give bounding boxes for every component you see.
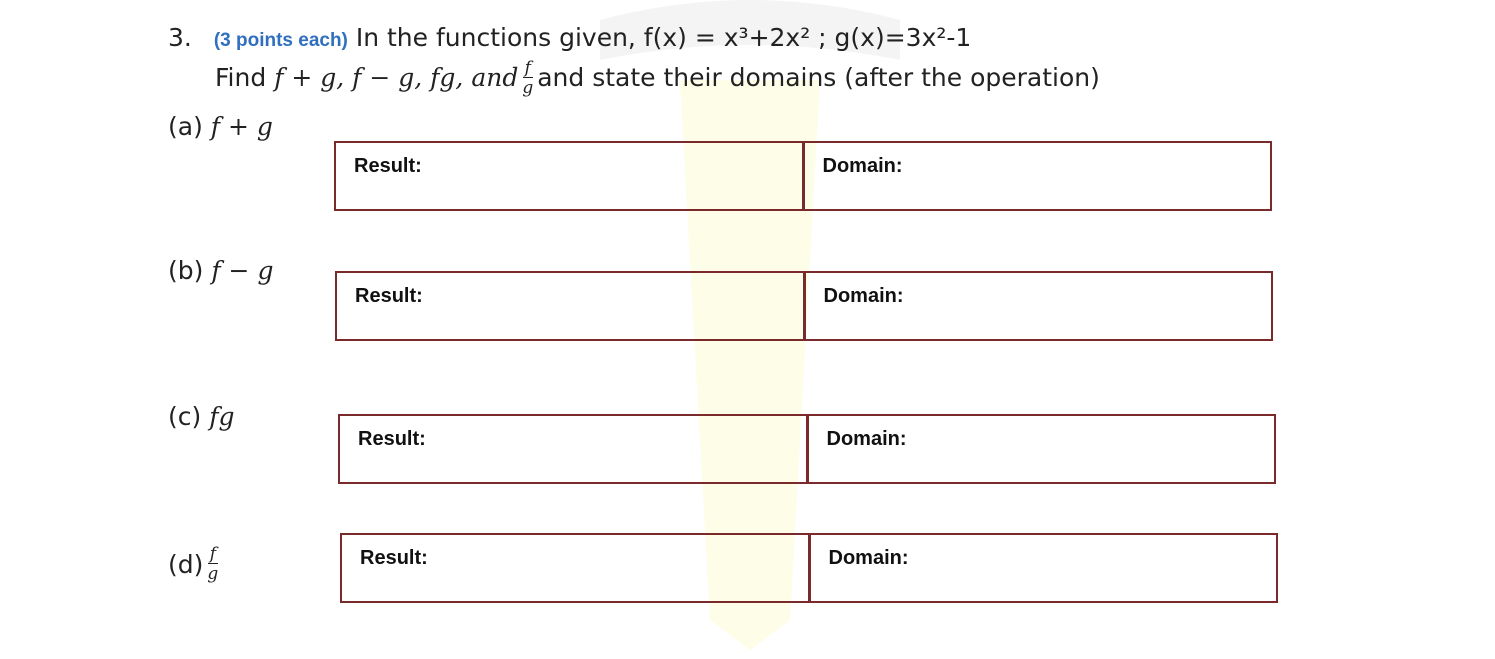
result-field-b[interactable]: Result: [355,285,423,307]
result-field-c[interactable]: Result: [358,428,426,450]
find-suffix: and state their domains (after the opera… [537,63,1100,92]
fraction-denominator: g [207,564,219,584]
domain-field-b[interactable]: Domain: [802,273,1272,339]
result-field-d[interactable]: Result: [360,547,428,569]
question-intro: In the functions given, f(x) = x³+2x² ; … [355,23,972,52]
part-c-label: (c) fg [168,402,234,431]
domain-field-c[interactable]: Domain: [805,416,1275,482]
operations-math: f + g, f − g, fg, and [274,63,519,92]
fraction-numerator: f [207,544,218,564]
part-fraction: f g [207,545,218,584]
domain-field-a[interactable]: Domain: [801,143,1271,209]
part-letter: (c) [168,402,202,431]
part-expression: fg [209,402,235,431]
points-note: (3 points each) [213,30,348,51]
part-expression: f − g [211,256,274,285]
question-instruction: Find f + g, f − g, fg, and f g and state… [215,58,1100,98]
answer-box-c: Result: Domain: [338,414,1276,484]
part-expression: f + g [210,112,273,141]
find-prefix: Find [215,63,267,92]
part-b-label: (b) f − g [168,256,273,285]
part-letter: (a) [168,112,203,141]
fraction-denominator: g [522,77,534,98]
answer-box-b: Result: Domain: [335,271,1273,341]
question-heading: 3. (3 points each) In the functions give… [168,22,971,57]
part-letter: (b) [168,256,204,285]
part-letter: (d) [168,550,204,579]
answer-box-d: Result: Domain: [340,533,1278,603]
fraction-numerator: f [522,57,533,78]
quotient-fraction: f g [522,59,533,98]
question-number: 3. [168,23,192,52]
part-d-label: (d) f g [168,545,222,584]
result-field-a[interactable]: Result: [354,155,422,177]
domain-field-d[interactable]: Domain: [807,535,1277,601]
answer-box-a: Result: Domain: [334,141,1272,211]
part-a-label: (a) f + g [168,112,273,141]
